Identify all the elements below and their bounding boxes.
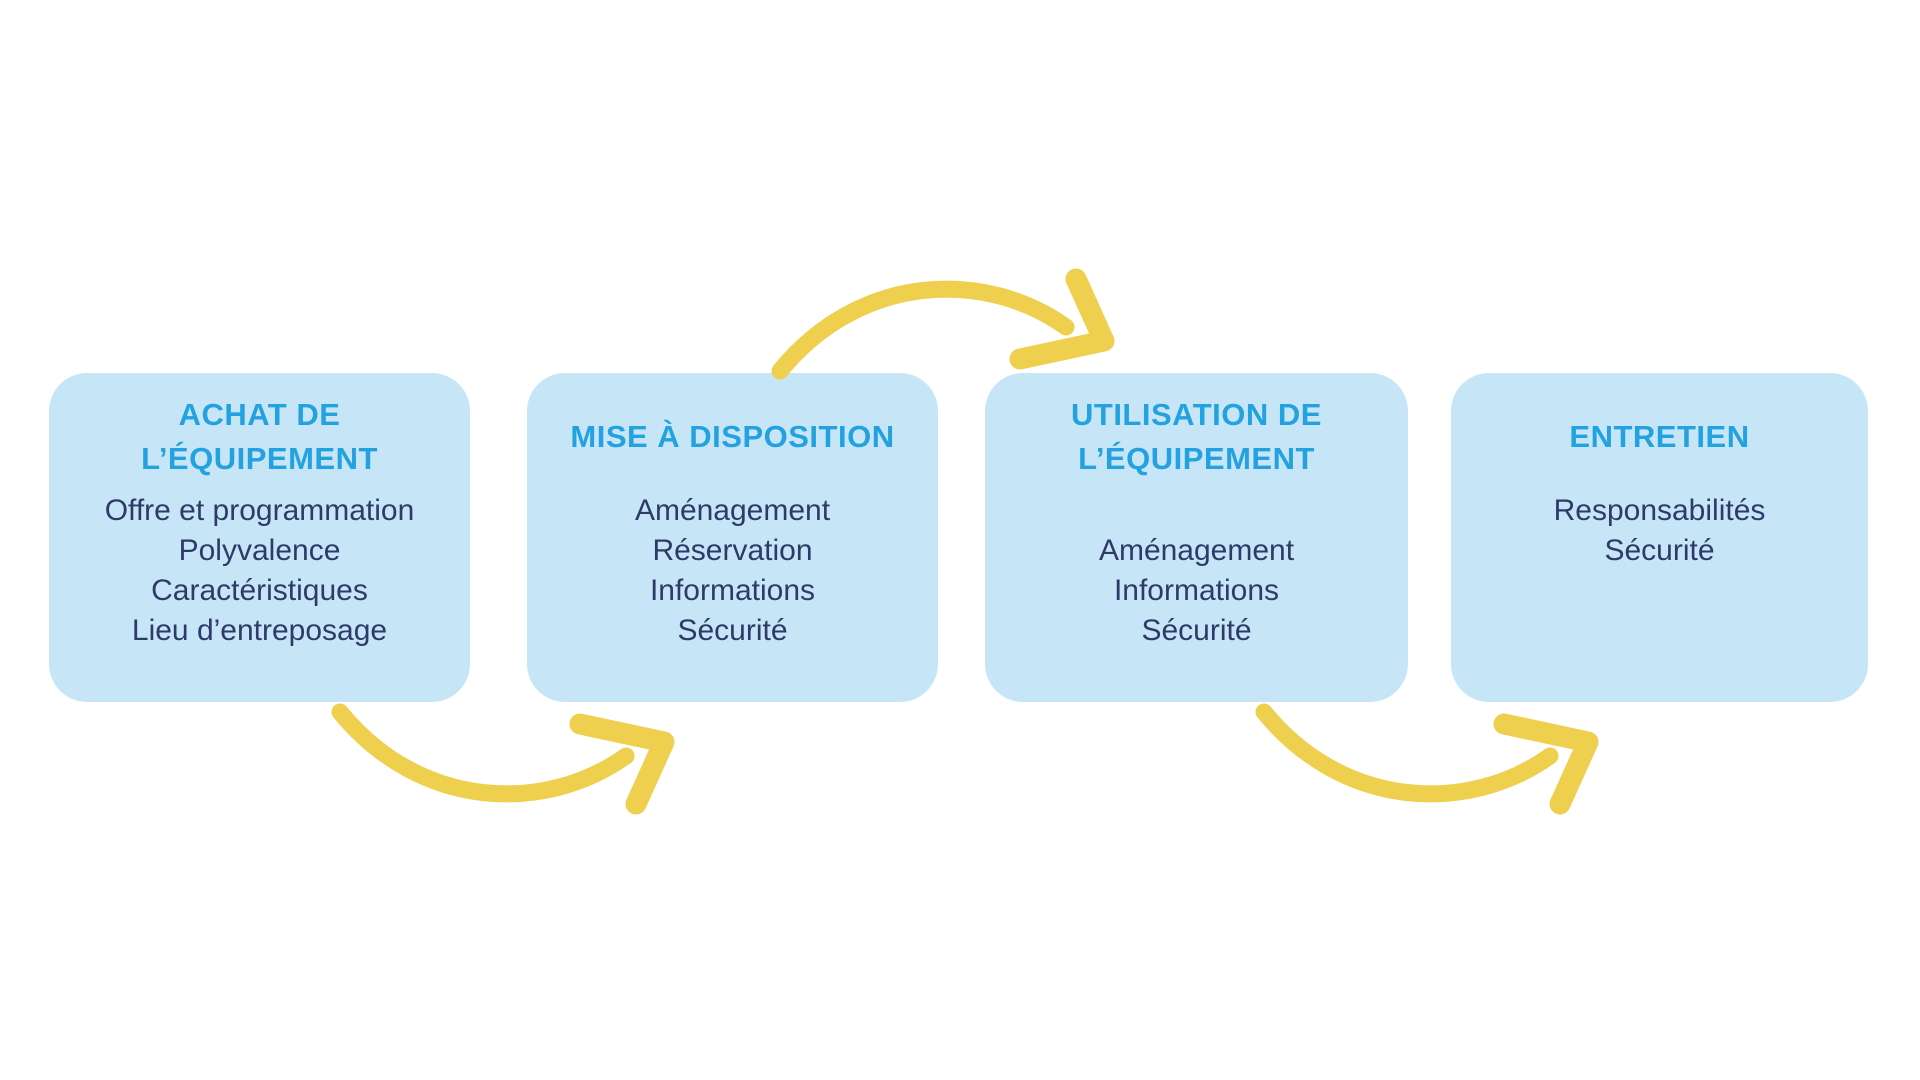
step-box-achat: ACHAT DE L’ÉQUIPEMENT Offre et programma… <box>49 373 470 702</box>
curved-arrow-icon <box>1255 703 1599 815</box>
step-item: Polyvalence <box>178 534 341 567</box>
flow-arrow-3-to-4 <box>1254 702 1604 817</box>
step-item: Informations <box>649 574 816 607</box>
step-item-list: Aménagement Informations Sécurité <box>985 531 1408 651</box>
curved-arrow-icon <box>331 703 675 815</box>
step-item-list: Responsabilités Sécurité <box>1451 491 1868 571</box>
step-item: Réservation <box>652 534 813 567</box>
flow-arrow-2-to-3 <box>770 266 1120 381</box>
step-item: Aménagement <box>634 494 831 527</box>
step-item: Responsabilités <box>1553 494 1766 527</box>
flow-arrow-1-to-2 <box>330 702 680 817</box>
step-item: Aménagement <box>1098 534 1295 567</box>
step-item: Sécurité <box>1604 534 1715 567</box>
step-item: Caractéristiques <box>151 574 368 607</box>
step-item: Sécurité <box>1141 614 1252 647</box>
step-title: UTILISATION DE L’ÉQUIPEMENT <box>1071 397 1322 476</box>
step-item: Lieu d’entreposage <box>131 614 388 647</box>
step-title: ENTRETIEN <box>1569 419 1750 454</box>
step-item: Informations <box>1113 574 1280 607</box>
step-box-utilisation: UTILISATION DE L’ÉQUIPEMENT Aménagement … <box>985 373 1408 702</box>
step-box-entretien: ENTRETIEN Responsabilités Sécurité <box>1451 373 1868 702</box>
step-item-list: Offre et programmation Polyvalence Carac… <box>49 491 470 651</box>
curved-arrow-icon <box>771 268 1115 380</box>
step-box-mise-a-disposition: MISE À DISPOSITION Aménagement Réservati… <box>527 373 938 702</box>
step-title: ACHAT DE L’ÉQUIPEMENT <box>141 397 378 476</box>
step-title: MISE À DISPOSITION <box>570 419 895 454</box>
step-item: Offre et programmation <box>104 494 415 527</box>
step-item: Sécurité <box>677 614 788 647</box>
step-item-list: Aménagement Réservation Informations Séc… <box>527 491 938 651</box>
